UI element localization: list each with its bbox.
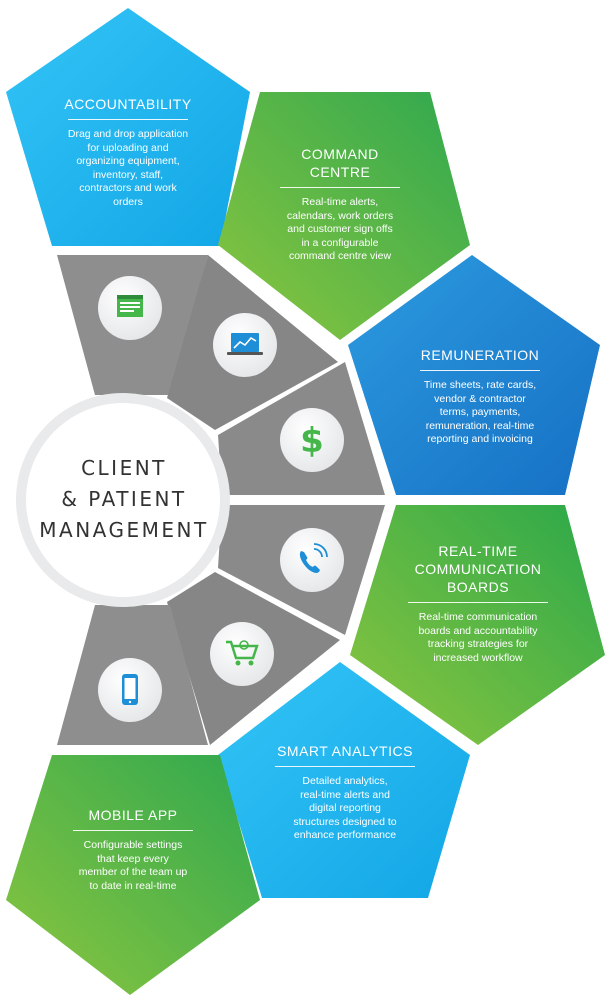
accountability-shape: [6, 8, 250, 246]
laptop-chart-icon: [213, 313, 277, 377]
center-circle: [26, 403, 220, 597]
command-centre-rule: [280, 187, 400, 188]
accountability-rule: [68, 119, 188, 120]
accountability-panel: ACCOUNTABILITY Drag and drop application…: [28, 95, 228, 209]
mobile-app-rule: [73, 830, 193, 831]
comm-boards-title: REAL-TIME COMMUNICATION BOARDS: [414, 543, 542, 595]
remuneration-rule: [420, 370, 540, 371]
comm-boards-desc: Real-time communication boards and accou…: [418, 611, 538, 664]
accountability-desc: Drag and drop application for uploading …: [67, 128, 189, 208]
phone-call-icon: [280, 528, 344, 592]
browser-window-icon: [98, 276, 162, 340]
smart-analytics-panel: SMART ANALYTICS Detailed analytics, real…: [245, 742, 445, 843]
smart-analytics-desc: Detailed analytics, real-time alerts and…: [293, 775, 397, 841]
remuneration-shape: [348, 255, 600, 495]
mobile-app-panel: MOBILE APP Configurable settings that ke…: [33, 806, 233, 893]
comm-boards-panel: REAL-TIME COMMUNICATION BOARDS Real-time…: [378, 542, 578, 665]
remuneration-panel: REMUNERATION Time sheets, rate cards, ve…: [380, 346, 580, 447]
svg-text:$: $: [300, 421, 324, 461]
accountability-title: ACCOUNTABILITY: [64, 96, 192, 112]
remuneration-desc: Time sheets, rate cards, vendor & contra…: [423, 379, 537, 445]
center-title: CLIENT & PATIENT MANAGEMENT: [39, 456, 209, 542]
command-centre-desc: Real-time alerts, calendars, work orders…: [286, 196, 394, 262]
comm-boards-rule: [408, 602, 548, 603]
shopping-cart-icon: [210, 622, 274, 686]
mobile-app-desc: Configurable settings that keep every me…: [78, 839, 188, 892]
smart-analytics-shape: [218, 662, 470, 898]
command-centre-panel: COMMAND CENTRE Real-time alerts, calenda…: [240, 145, 440, 264]
comm-boards-shape: [350, 505, 605, 745]
smart-analytics-rule: [275, 766, 415, 767]
command-centre-shape: [218, 92, 470, 340]
mobile-app-shape: [6, 755, 260, 995]
mobile-app-title: MOBILE APP: [88, 807, 178, 823]
smart-analytics-title: SMART ANALYTICS: [277, 743, 413, 759]
smartphone-icon: [98, 658, 162, 722]
command-centre-title: COMMAND CENTRE: [301, 146, 379, 180]
remuneration-title: REMUNERATION: [420, 347, 540, 363]
dollar-icon: $: [280, 408, 344, 472]
